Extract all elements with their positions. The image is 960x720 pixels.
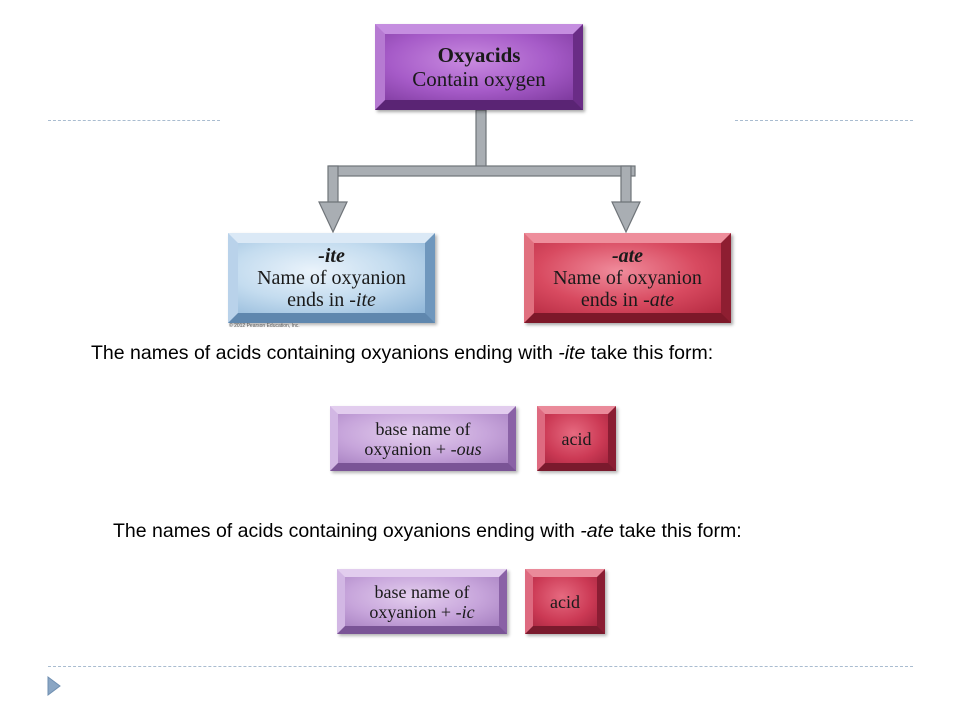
ate-box: -ate Name of oxyanion ends in -ate bbox=[524, 233, 731, 323]
right-drop-connector bbox=[620, 165, 632, 207]
ate-line3-suffix: -ate bbox=[643, 289, 675, 311]
crossbar-connector bbox=[328, 165, 636, 177]
top-right-divider bbox=[735, 120, 913, 121]
ate-explanation: The names of acids containing oxyanions … bbox=[113, 518, 833, 545]
copyright-notice: © 2012 Pearson Education, Inc. bbox=[229, 323, 300, 329]
ate-title: -ate bbox=[611, 245, 644, 267]
acid-box-1: acid bbox=[537, 406, 616, 471]
ous-formula-suffix: -ous bbox=[450, 438, 482, 459]
ite-explanation-before: The names of acids containing oxyanions … bbox=[91, 342, 559, 364]
acid-label-2: acid bbox=[550, 591, 580, 612]
ic-formula-suffix: -ic bbox=[455, 601, 475, 622]
ic-formula-line2: oxyanion + -ic bbox=[369, 602, 474, 622]
ate-line3: ends in -ate bbox=[581, 289, 674, 311]
ate-line3-prefix: ends in bbox=[580, 289, 644, 311]
ous-formula-prefix: oxyanion + bbox=[364, 438, 451, 459]
ite-explanation-after: take this form: bbox=[585, 342, 714, 364]
top-left-divider bbox=[48, 120, 220, 121]
ate-explanation-after: take this form: bbox=[613, 520, 742, 542]
ite-explanation-italic: -ite bbox=[558, 342, 586, 364]
oxyacids-box: Oxyacids Contain oxygen bbox=[375, 24, 583, 110]
oxyacids-subtitle: Contain oxygen bbox=[412, 67, 546, 91]
acid-box-2: acid bbox=[525, 569, 605, 634]
ic-formula-line1: base name of bbox=[374, 581, 470, 602]
ite-box: -ite Name of oxyanion ends in -ite bbox=[228, 233, 435, 323]
ite-line3-prefix: ends in bbox=[287, 289, 350, 311]
ite-title: -ite bbox=[318, 245, 345, 267]
left-arrow-head bbox=[318, 201, 348, 234]
ite-line2: Name of oxyanion bbox=[257, 267, 406, 289]
stem-connector bbox=[475, 109, 487, 169]
ic-formula-box: base name of oxyanion + -ic bbox=[337, 569, 507, 634]
ate-line2: Name of oxyanion bbox=[553, 267, 702, 289]
left-drop-connector bbox=[327, 165, 339, 207]
ite-line3: ends in -ite bbox=[287, 289, 376, 311]
right-arrow-head bbox=[611, 201, 641, 234]
ate-explanation-italic: -ate bbox=[580, 520, 614, 542]
ic-formula-prefix: oxyanion + bbox=[369, 601, 456, 622]
triangle-bullet-icon bbox=[47, 676, 61, 696]
ous-formula-box: base name of oxyanion + -ous bbox=[330, 406, 516, 471]
acid-label-1: acid bbox=[561, 428, 592, 449]
ite-explanation: The names of acids containing oxyanions … bbox=[91, 340, 811, 367]
oxyacids-title: Oxyacids bbox=[437, 43, 521, 67]
bottom-divider bbox=[48, 666, 913, 667]
ite-line3-suffix: -ite bbox=[349, 289, 376, 311]
ous-formula-line1: base name of bbox=[375, 418, 471, 439]
ous-formula-line2: oxyanion + -ous bbox=[364, 439, 481, 459]
ate-explanation-before: The names of acids containing oxyanions … bbox=[113, 520, 581, 542]
